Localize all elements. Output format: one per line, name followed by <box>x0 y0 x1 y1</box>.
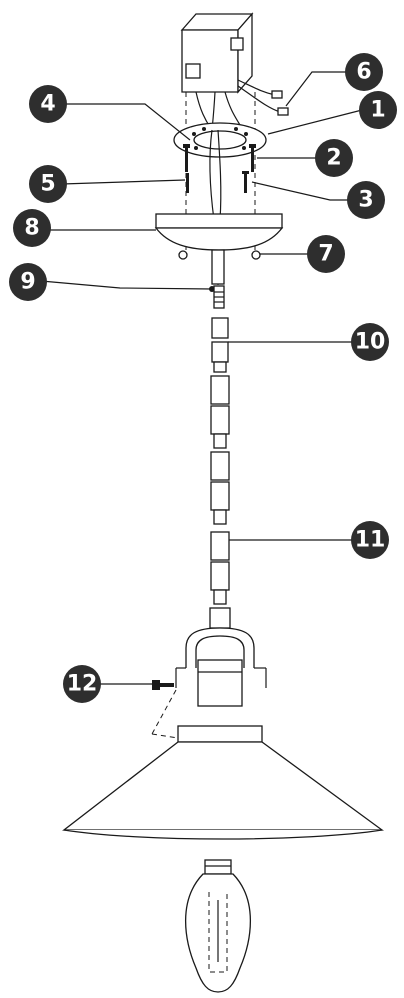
callout-label: 11 <box>355 528 386 553</box>
callout-4: 4 <box>29 85 67 123</box>
callout-9: 9 <box>9 263 47 301</box>
lamp-shade <box>62 725 384 840</box>
socket-holder <box>175 607 267 707</box>
callout-label: 10 <box>355 330 386 355</box>
screws <box>183 144 256 193</box>
set-screw <box>152 680 174 690</box>
junction-box <box>180 12 254 131</box>
callout-label: 8 <box>24 216 39 241</box>
callout-5: 5 <box>29 165 67 203</box>
callout-8: 8 <box>13 209 51 247</box>
callout-label: 1 <box>370 98 385 123</box>
callout-12: 12 <box>63 665 101 703</box>
callout-7: 7 <box>307 235 345 273</box>
callout-3: 3 <box>347 181 385 219</box>
callout-1: 1 <box>359 91 397 129</box>
callout-label: 2 <box>326 146 341 171</box>
callout-6: 6 <box>345 53 383 91</box>
callout-11: 11 <box>351 521 389 559</box>
callout-2: 2 <box>315 139 353 177</box>
threaded-nipple <box>209 249 225 309</box>
callout-label: 5 <box>40 172 55 197</box>
internal-wires <box>209 129 222 221</box>
light-bulb <box>185 859 251 993</box>
leader-lines <box>29 71 363 685</box>
callout-label: 7 <box>318 242 333 267</box>
callout-10: 10 <box>351 323 389 361</box>
callout-label: 9 <box>20 270 35 295</box>
shade-guide-line <box>151 689 179 739</box>
callout-label: 12 <box>67 672 98 697</box>
callout-label: 4 <box>40 92 55 117</box>
supply-wires <box>237 79 289 116</box>
canopy <box>154 213 284 260</box>
callout-label: 6 <box>356 60 371 85</box>
callout-label: 3 <box>358 188 373 213</box>
rod-segments <box>210 317 230 605</box>
mounting-bracket <box>173 122 267 158</box>
